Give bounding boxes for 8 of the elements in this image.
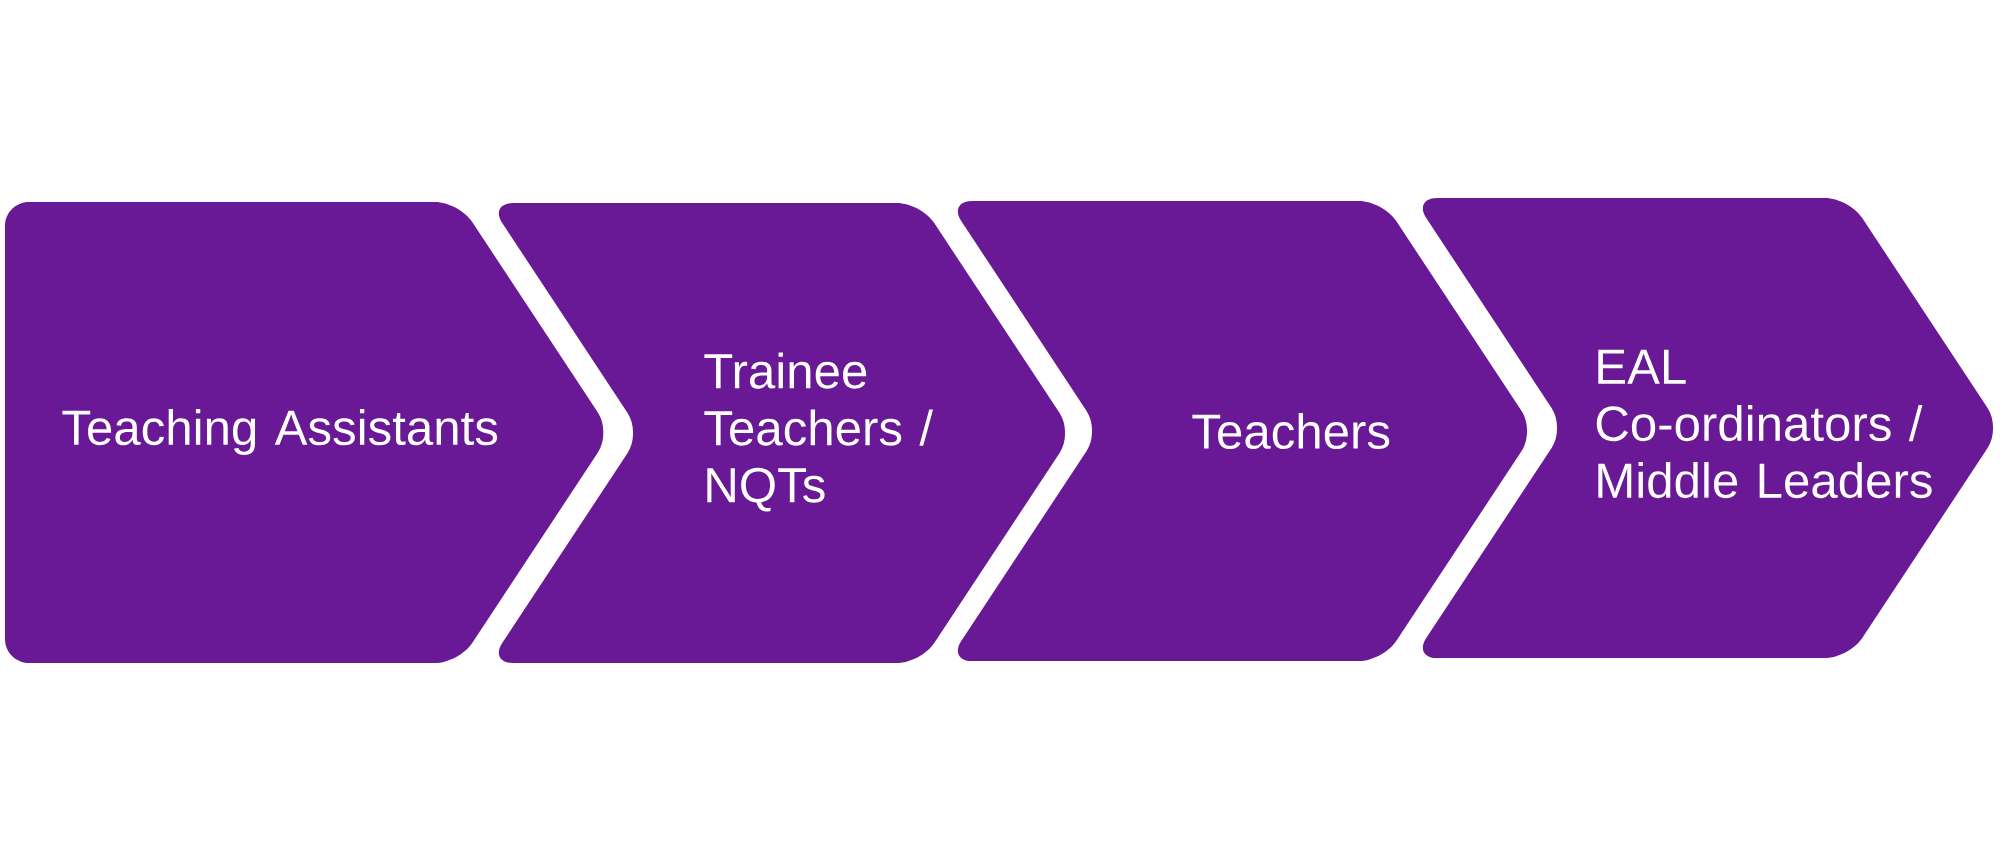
chevron-step: Teachers (957, 201, 1528, 661)
node-label: Trainee Teachers / NQTs (704, 352, 934, 512)
chevron-step: Trainee Teachers / NQTs (498, 203, 1066, 663)
chevron-step: EAL Co-ordinators / Middle Leaders (1422, 198, 1994, 658)
arrow-step: Teaching Assistants (5, 202, 604, 663)
node-label: Teachers (1192, 412, 1390, 450)
node-label: Teaching Assistants (62, 409, 498, 455)
node-label: EAL Co-ordinators / Middle Leaders (1596, 349, 1932, 499)
